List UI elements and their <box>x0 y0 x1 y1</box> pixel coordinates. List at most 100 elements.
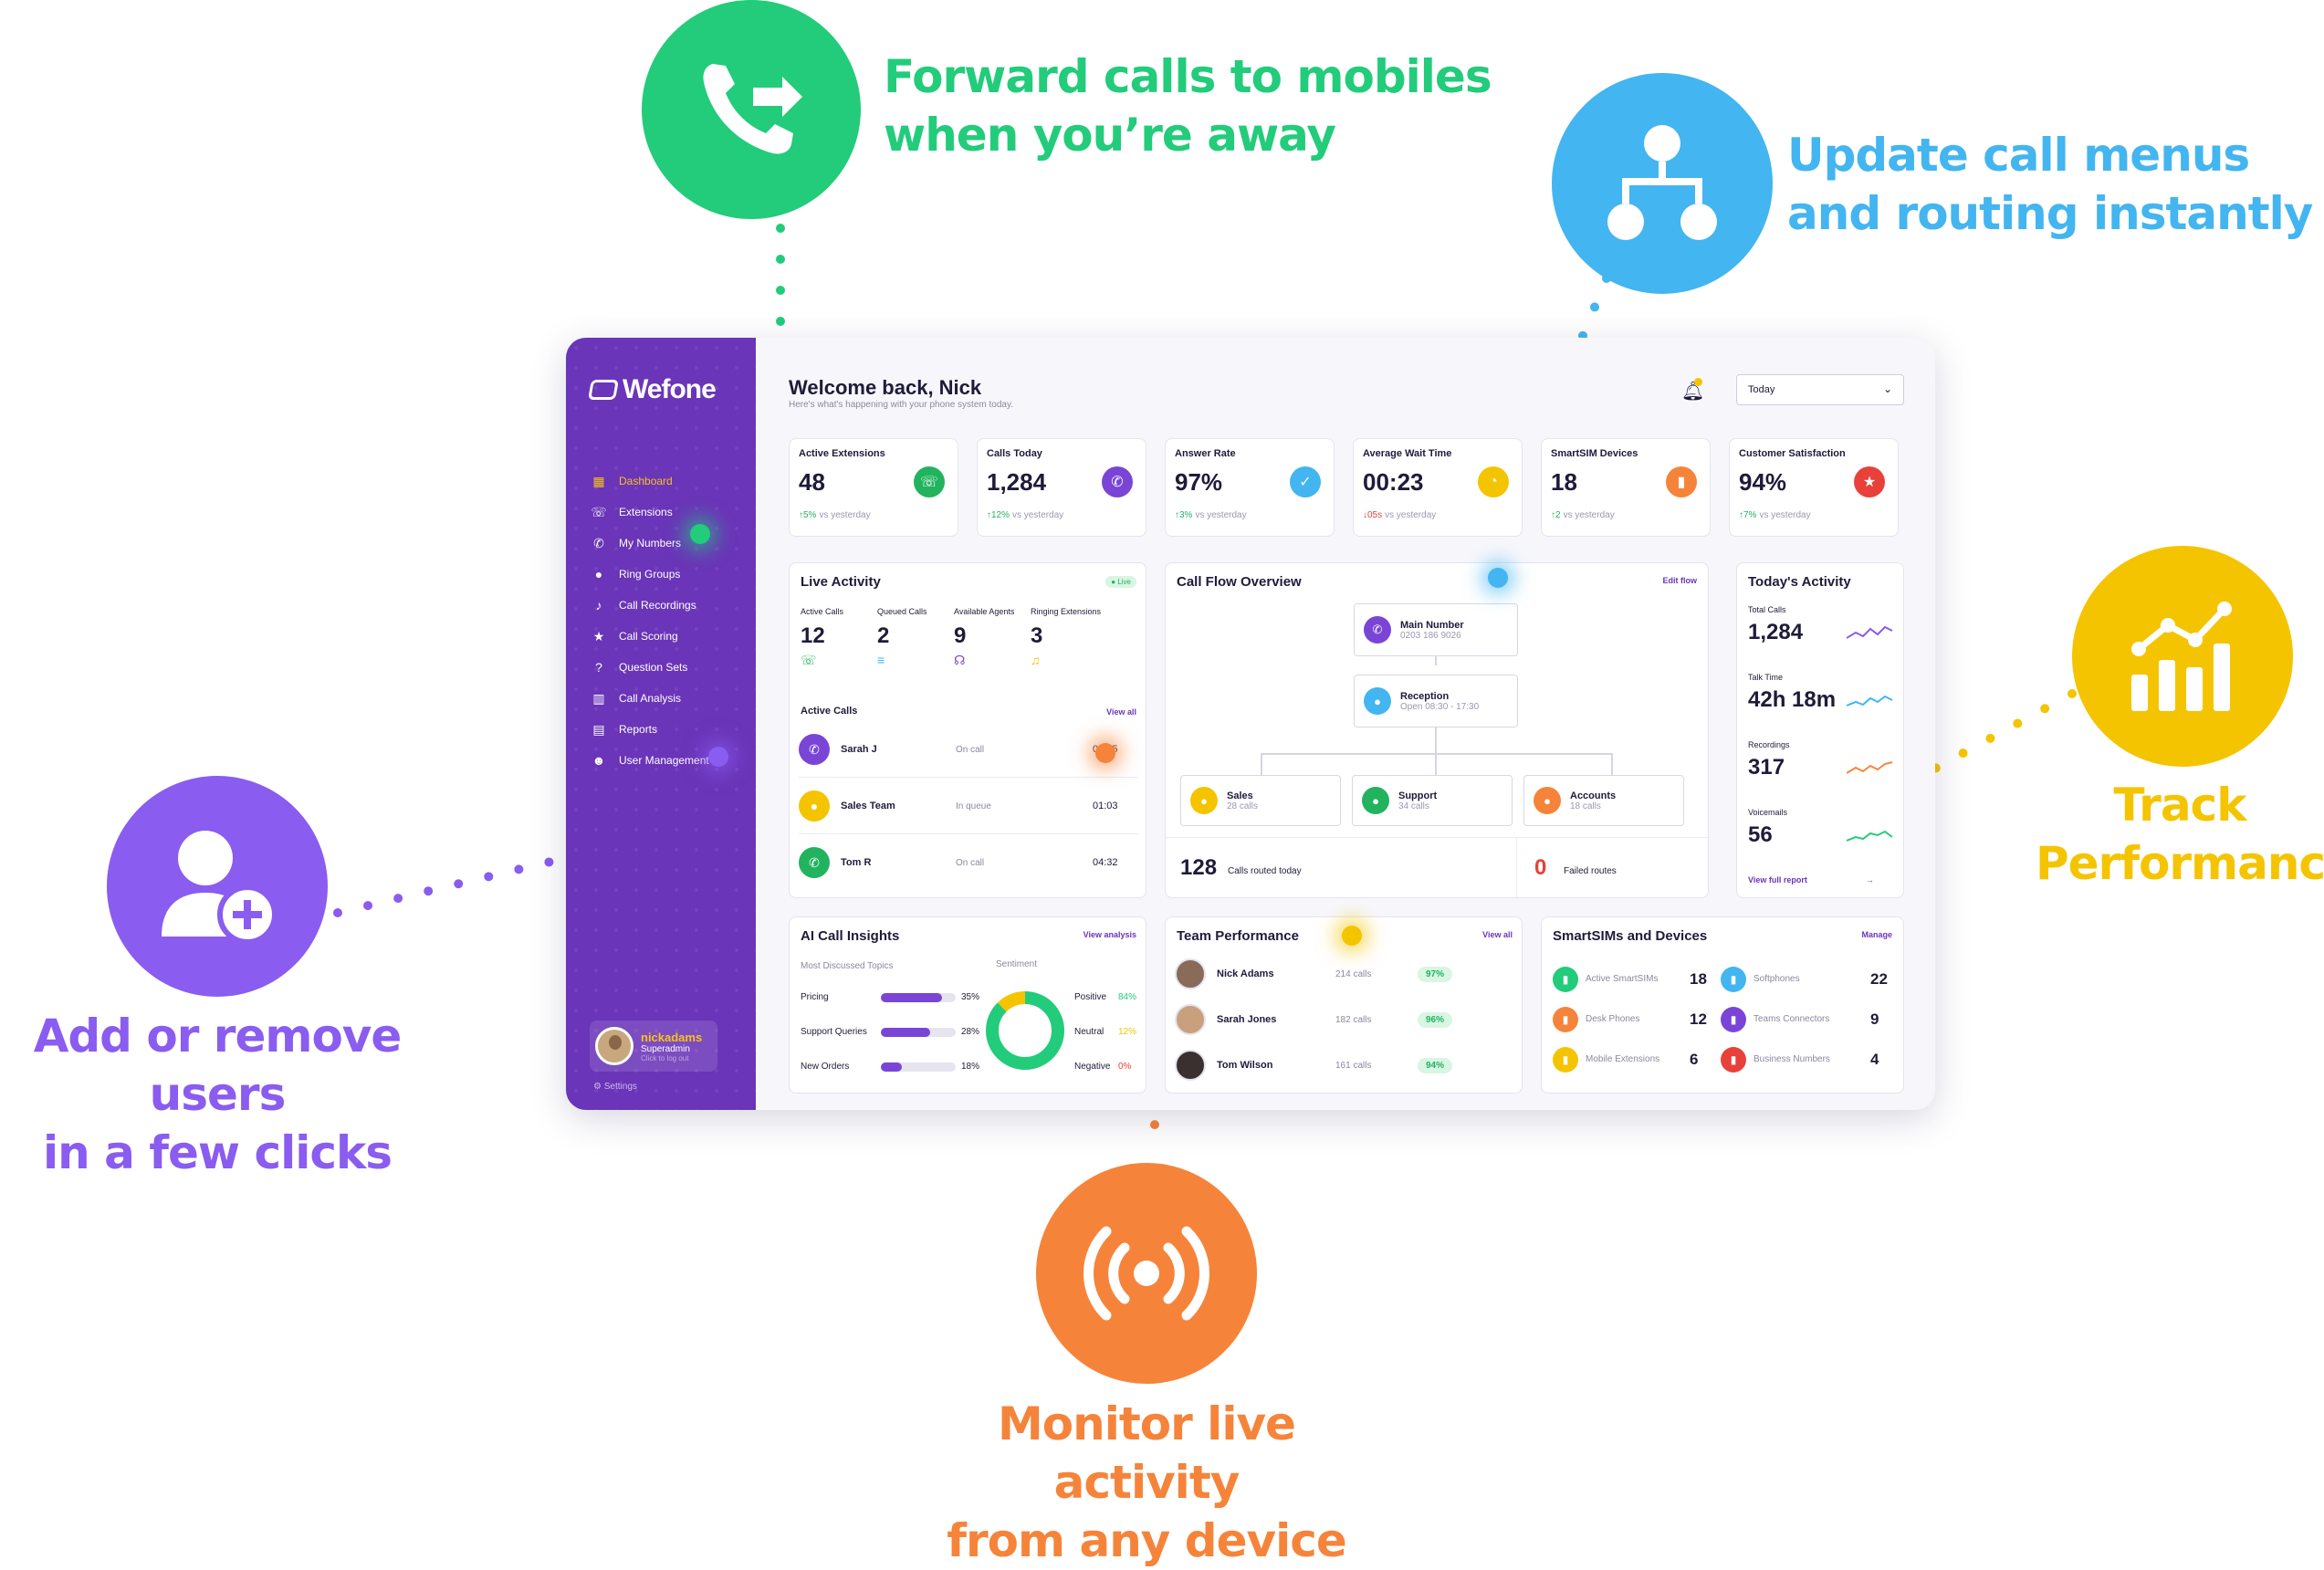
stat-change: ↑12%vs yesterday <box>987 510 1063 520</box>
glow-dot <box>1342 926 1362 946</box>
nav-call-analysis[interactable]: ▥Call Analysis <box>592 690 682 706</box>
topic-bar <box>881 993 956 1002</box>
caller-name: Sales Team <box>841 801 895 811</box>
device-name: Business Numbers <box>1753 1054 1830 1064</box>
settings-link[interactable]: ⚙ Settings <box>593 1082 637 1092</box>
user-profile[interactable]: nickadams Superadmin Click to log out <box>590 1020 717 1072</box>
active-call-row[interactable]: ✆Sarah JOn call02:15 <box>799 731 1127 768</box>
device-count: 22 <box>1870 970 1888 988</box>
stat-value: 00:23 <box>1363 468 1424 496</box>
ai-insights-card: AI Call Insights View analysis Most Disc… <box>789 916 1146 1094</box>
nav-question-sets[interactable]: ?Question Sets <box>591 652 709 683</box>
avatar <box>1175 1004 1206 1035</box>
todays-activity-card: Today's Activity View full report→ Total… <box>1736 562 1904 898</box>
stat-icon: ◔ <box>1478 466 1509 497</box>
branch-name: Sales <box>1227 790 1253 801</box>
stat-icon: ▮ <box>1666 466 1697 497</box>
chart-icon: ▥ <box>592 690 605 706</box>
call-status: In queue <box>956 801 991 811</box>
nav-extensions[interactable]: ☏Extensions <box>591 504 673 519</box>
live-metric-icon: ☊ <box>954 653 966 667</box>
microphone-icon: ♪ <box>595 598 602 612</box>
nav-dashboard[interactable]: ▦Dashboard <box>592 473 673 488</box>
wefone-logo[interactable]: Wefone <box>588 374 717 405</box>
todays-activity-title: Today's Activity <box>1748 574 1851 590</box>
member-score: 94% <box>1418 1057 1453 1073</box>
stat-title: Average Wait Time <box>1363 448 1452 459</box>
live-metric-value: 9 <box>954 623 967 648</box>
broadcast-icon <box>1083 1226 1209 1321</box>
sidebar-nav: ▦Dashboard ☏Extensions ✆My Numbers ●Ring… <box>591 466 709 776</box>
glow-dot <box>1095 743 1115 763</box>
view-all-calls-link[interactable]: View all <box>1106 707 1136 717</box>
live-badge: ● Live <box>1105 576 1136 588</box>
sentiment-slice <box>986 991 1064 1070</box>
logout-link[interactable]: Click to log out <box>641 1053 689 1062</box>
device-count: 12 <box>1690 1010 1707 1028</box>
call-flow-card: Call Flow Overview Edit flow ✆ Main Numb… <box>1165 562 1710 899</box>
logo-mark-icon <box>588 380 619 400</box>
call-status: On call <box>956 857 985 868</box>
manage-devices-link[interactable]: Manage <box>1861 930 1892 939</box>
nav-my-numbers[interactable]: ✆My Numbers <box>591 528 709 559</box>
glow-dot <box>1488 568 1508 588</box>
edit-flow-link[interactable]: Edit flow <box>1662 576 1698 585</box>
live-metric-label: Active Calls <box>801 607 844 616</box>
user-name: nickadams <box>641 1030 703 1044</box>
bell-icon[interactable]: 🔔︎ <box>1681 378 1705 403</box>
avatar <box>595 1027 633 1065</box>
call-status: On call <box>956 744 985 755</box>
branch-name: Support <box>1398 790 1438 801</box>
arrow-right-icon: → <box>1865 875 1874 884</box>
today-label: Voicemails <box>1748 808 1788 817</box>
avatar <box>1175 958 1206 989</box>
topic-bar-fill <box>881 1062 902 1072</box>
branch-icon: ● <box>1362 787 1389 814</box>
topic-bar-fill <box>881 993 943 1002</box>
view-all-team-link[interactable]: View all <box>1482 930 1513 939</box>
live-activity-title: Live Activity <box>801 574 881 590</box>
sentiment-name: Negative <box>1074 1062 1111 1072</box>
view-analysis-link[interactable]: View analysis <box>1083 930 1136 939</box>
view-full-report-link[interactable]: View full report→ <box>1748 875 1874 884</box>
glow-dot <box>708 747 728 767</box>
nav-user-management[interactable]: ☻User Management <box>591 753 709 768</box>
live-metric-value: 2 <box>877 623 890 648</box>
stars-icon: ★ <box>592 628 605 644</box>
failed-routes-value: 0 <box>1534 855 1547 880</box>
arrow-down-icon: ↓ <box>1363 510 1367 520</box>
calls-routed-label: Calls routed today <box>1228 866 1302 876</box>
stat-change-value: 2 <box>1555 510 1561 520</box>
stat-title: SmartSIM Devices <box>1551 448 1638 459</box>
date-range-select[interactable]: Today⌄ <box>1736 374 1904 405</box>
device-icon: ▮ <box>1721 1047 1746 1073</box>
branch-calls: 34 calls <box>1398 801 1429 811</box>
phone-icon: ✆ <box>1364 616 1391 644</box>
today-value: 317 <box>1748 755 1785 780</box>
nav-call-recordings[interactable]: ♪Call Recordings <box>591 590 709 621</box>
live-metric-label: Queued Calls <box>877 607 927 616</box>
bar-chart-icon <box>2131 602 2232 711</box>
nav-reports[interactable]: ▤Reports <box>592 721 658 737</box>
stat-title: Active Extensions <box>799 448 885 459</box>
nav-call-scoring[interactable]: ★Call Scoring <box>592 628 678 644</box>
nav-ring-groups[interactable]: ●Ring Groups <box>591 559 709 590</box>
arrow-up-icon: ↑ <box>1551 510 1555 520</box>
